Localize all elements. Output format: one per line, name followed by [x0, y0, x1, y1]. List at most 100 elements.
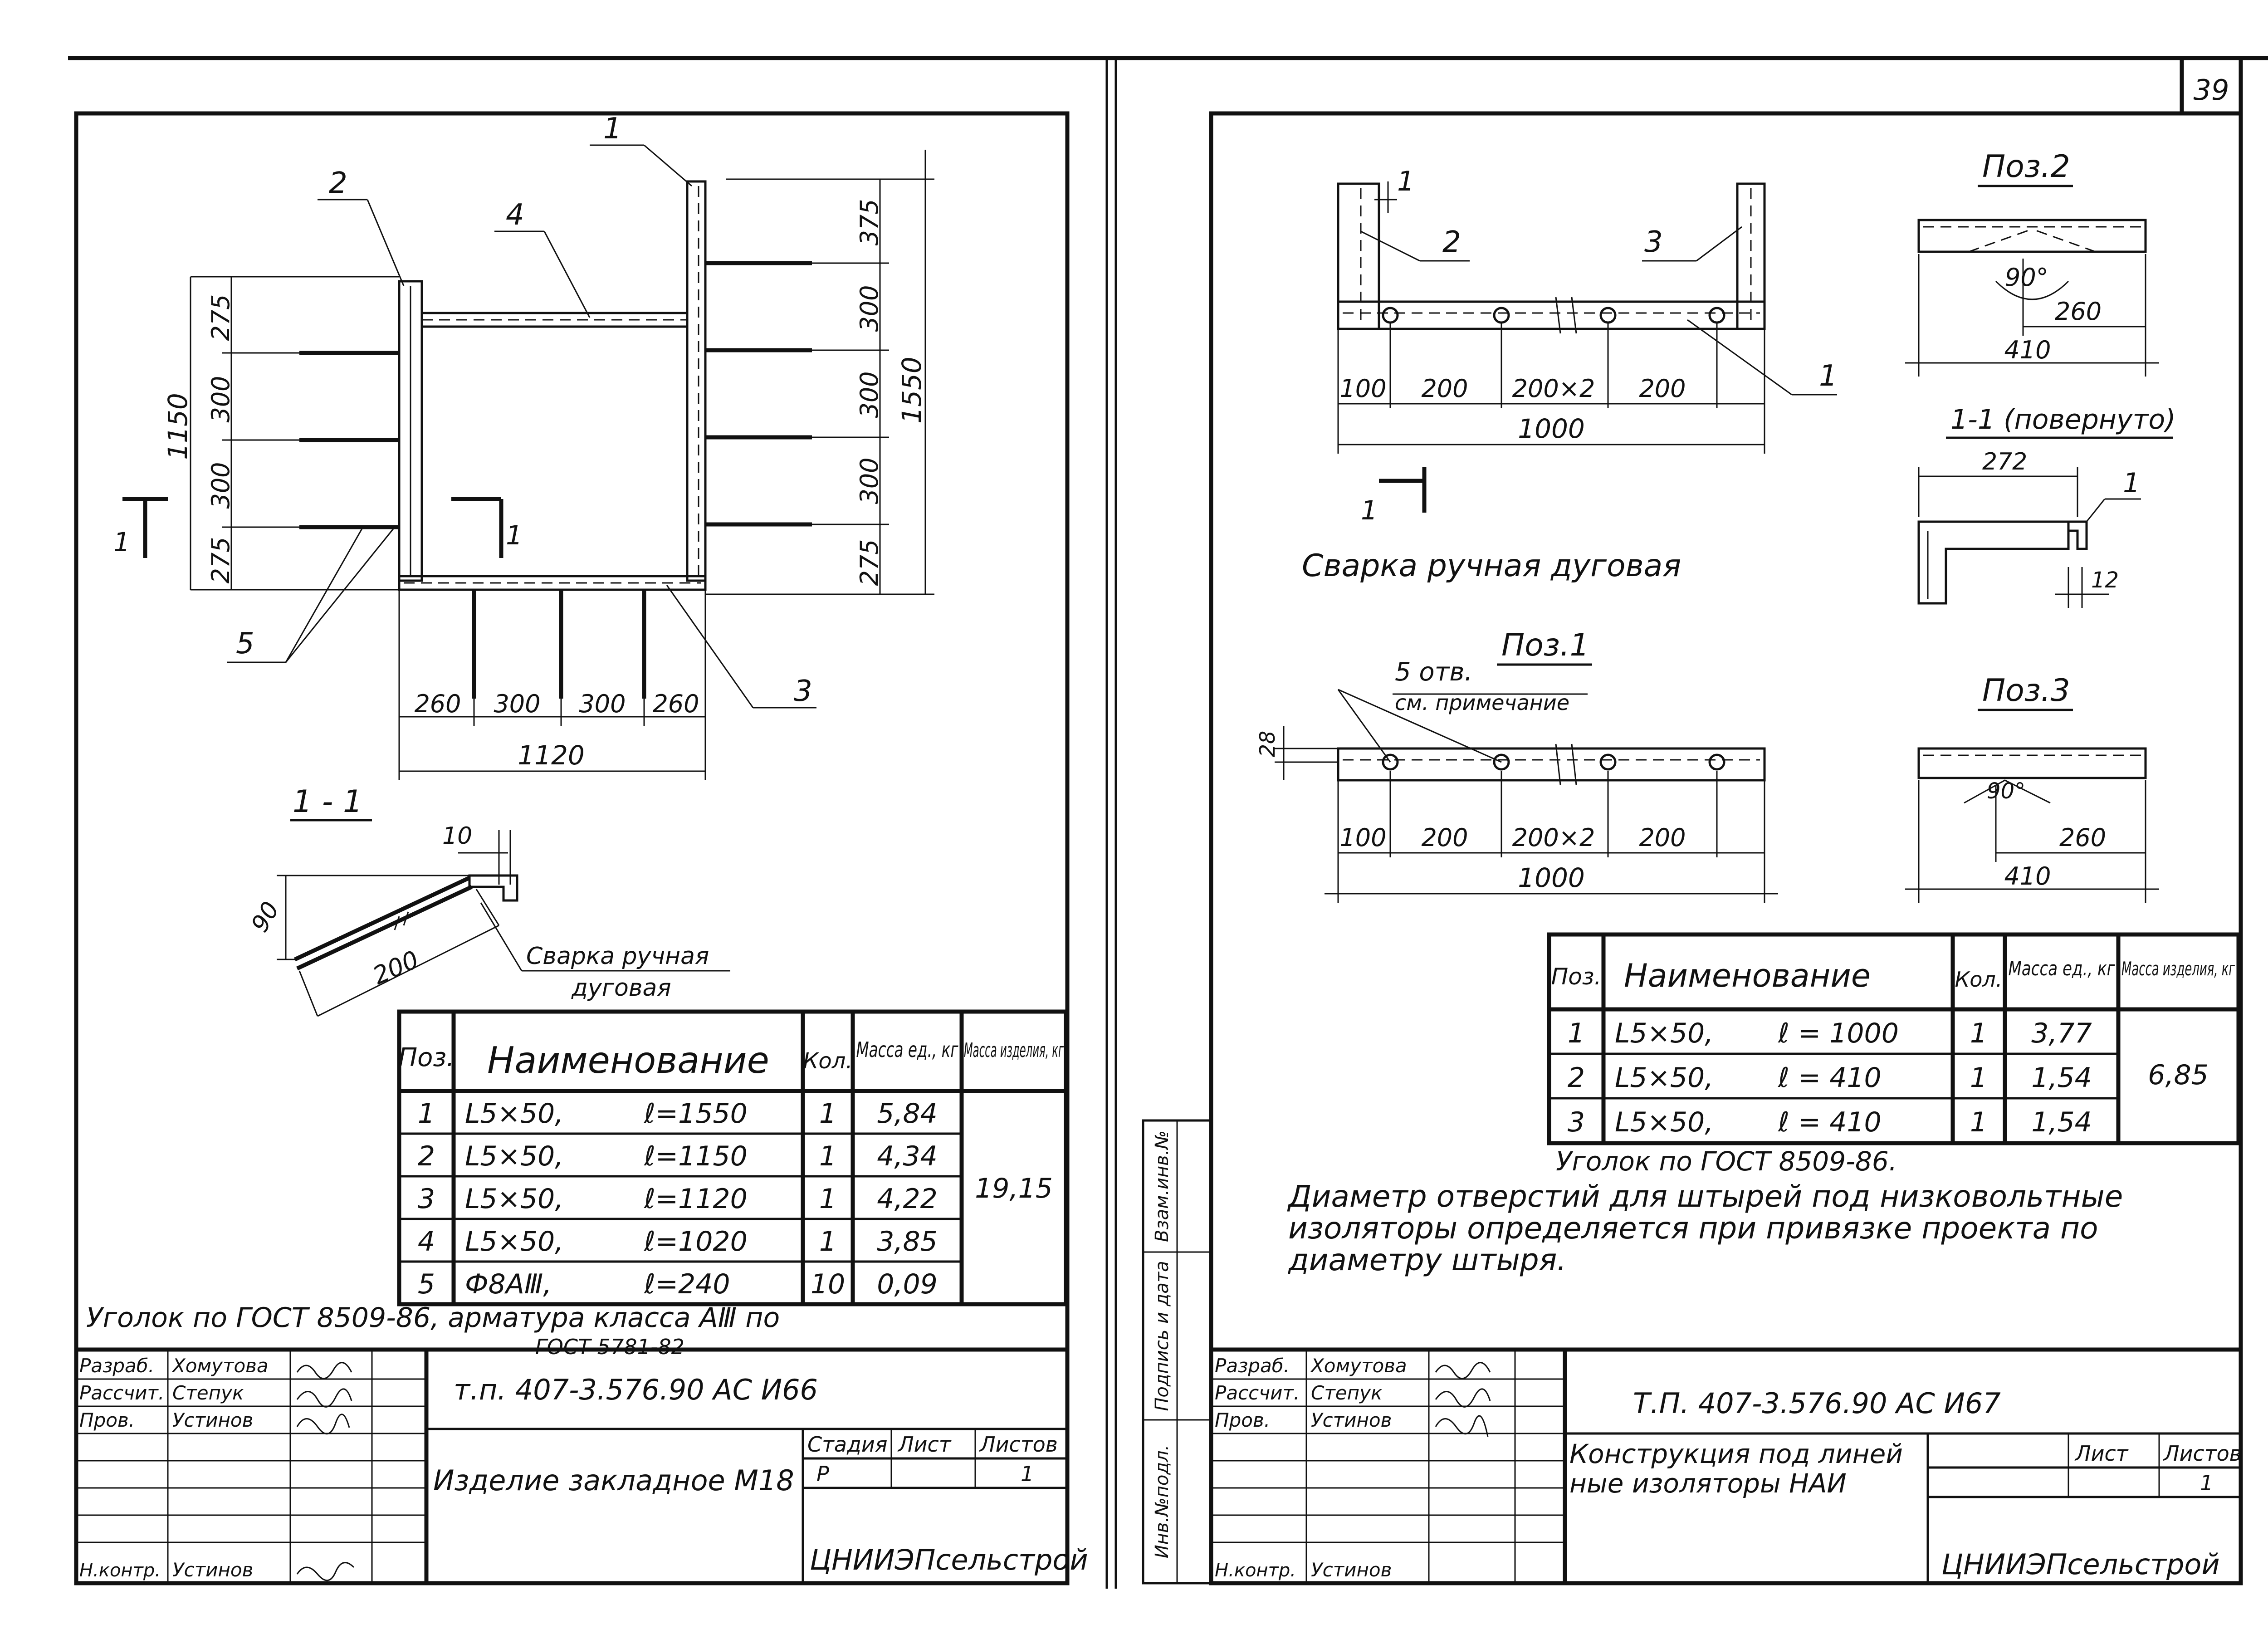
- dim-right-4: 300: [855, 457, 884, 504]
- dim-3: 200×2: [1512, 374, 1595, 403]
- signature: [1435, 1415, 1489, 1437]
- rtable-header-mass: Масса ед., кг: [2009, 957, 2116, 980]
- dim-right-2: 300: [855, 285, 884, 332]
- drawing-code: Т.П. 407-3.576.90 АС И67: [1633, 1387, 2001, 1420]
- right-section-view: 1-1 (повернуто) 272 1 12: [1917, 404, 2176, 608]
- poz1-dim-side: 28: [1255, 731, 1280, 758]
- callout-1b: 1: [1819, 359, 1838, 393]
- dim-left-4: 275: [206, 537, 235, 583]
- row-name: L5×50,: [465, 1226, 563, 1257]
- table-total-mass: 19,15: [975, 1173, 1053, 1204]
- callout-4: 4: [506, 198, 524, 232]
- role-norm-control: Н.контр.: [79, 1560, 161, 1581]
- name-norm-control: Устинов: [172, 1559, 253, 1581]
- dim-right-3: 300: [855, 371, 884, 418]
- sheet-header: Лист: [897, 1432, 952, 1457]
- right-section-callout: 1: [2123, 467, 2140, 499]
- right-side-strip: Инв.№подл. Подпись и дата Взам.инв.№: [1142, 1119, 1212, 1585]
- row-name: L5×50,: [1615, 1106, 1713, 1138]
- sheets-value: 1: [1021, 1462, 1034, 1486]
- dim-1: 100: [1339, 374, 1386, 403]
- table-row: 1 L5×50, ℓ = 1000 1 3,77: [1568, 1018, 2092, 1049]
- row-pos: 2: [418, 1140, 435, 1172]
- dim-left-2: 300: [206, 376, 235, 422]
- poz2-dim-total: 410: [2004, 336, 2051, 364]
- left-note-2: ГОСТ 5781-82: [535, 1335, 684, 1359]
- rtable-header-pos: Поз.: [1551, 964, 1602, 990]
- row-len: ℓ=1550: [644, 1098, 748, 1130]
- callout-1: 1: [603, 112, 622, 146]
- drawing-title-1: Конструкция под линей: [1569, 1438, 1903, 1469]
- signature: [296, 1388, 352, 1408]
- poz1-holes-1: 5 отв.: [1395, 657, 1472, 687]
- name-checker: Устинов: [172, 1409, 253, 1431]
- poz3-dim-total: 410: [2004, 862, 2051, 890]
- row-pos: 4: [418, 1226, 435, 1257]
- left-spec-table: Поз. Наименование Кол. Масса ед., кг Мас…: [397, 1009, 1068, 1306]
- dim-left-total: 1150: [162, 393, 193, 460]
- table-row: 5 Ф8АⅢ, ℓ=240 10 0,09: [418, 1268, 938, 1300]
- row-len: ℓ=1020: [644, 1226, 748, 1257]
- right-main-view: 1 2 3 1 100 200 200×2 200 1000 1 Сварка …: [1302, 166, 1838, 584]
- rtable-header-name: Наименование: [1624, 957, 1871, 994]
- row-len: ℓ = 1000: [1778, 1018, 1899, 1049]
- rtable-header-total: Масса изделия, кг: [2121, 958, 2235, 980]
- right-poz3-view: Поз.3 90° 260 410: [1905, 673, 2159, 903]
- left-note-1: Уголок по ГОСТ 8509-86, арматура класса …: [86, 1302, 780, 1334]
- row-mass: 4,34: [877, 1140, 938, 1172]
- poz3-dim-inner: 260: [2059, 823, 2106, 852]
- section-dim-side: 90: [246, 897, 285, 937]
- dim-bottom-4: 260: [652, 690, 699, 718]
- cut-mark: 1: [1361, 495, 1378, 526]
- row-pos: 3: [418, 1183, 435, 1215]
- dim-bottom-3: 300: [579, 690, 626, 718]
- table-header-pos: Поз.: [398, 1043, 455, 1072]
- signature: [296, 1414, 350, 1435]
- table-row: 3 L5×50, ℓ = 410 1 1,54: [1568, 1106, 2092, 1138]
- right-note-3: диаметру штыря.: [1288, 1243, 1566, 1277]
- table-row: 4 L5×50, ℓ=1020 1 3,85: [418, 1226, 938, 1257]
- row-pos: 3: [1568, 1106, 1585, 1138]
- sheet-frame: 39: [68, 56, 2268, 1589]
- row-name: L5×50,: [465, 1140, 563, 1172]
- poz3-title: Поз.3: [1982, 673, 2070, 709]
- role-checker: Пров.: [79, 1409, 135, 1431]
- row-qty: 1: [1970, 1018, 1987, 1049]
- poz2-dim-inner: 260: [2055, 297, 2102, 326]
- poz1-dim-2: 200: [1421, 823, 1468, 852]
- right-spec-table: Поз. Наименование Кол. Масса ед., кг Мас…: [1547, 932, 2241, 1145]
- dim-right-5: 275: [855, 539, 884, 586]
- rtable-header-qty: Кол.: [1955, 967, 2003, 992]
- row-mass: 3,85: [877, 1226, 938, 1257]
- name-checker: Устинов: [1311, 1409, 1392, 1431]
- right-note-1: Диаметр отверстий для штырей под низково…: [1287, 1179, 2123, 1214]
- row-len: ℓ=240: [644, 1268, 730, 1300]
- stage-value: Р: [816, 1462, 829, 1486]
- dim-right-total: 1550: [896, 357, 927, 424]
- row-mass: 1,54: [2031, 1062, 2092, 1094]
- row-pos: 1: [418, 1098, 435, 1130]
- dim-bottom-total: 1120: [518, 740, 585, 771]
- callout-5: 5: [236, 627, 254, 660]
- row-mass: 0,09: [877, 1268, 938, 1300]
- row-name: L5×50,: [1615, 1062, 1713, 1094]
- role-calculator: Рассчит.: [1215, 1382, 1300, 1404]
- row-qty: 1: [819, 1140, 836, 1172]
- right-note-gost: Уголок по ГОСТ 8509-86.: [1556, 1146, 1897, 1177]
- row-qty: 1: [819, 1226, 836, 1257]
- organization: ЦНИИЭПсельстрой: [810, 1543, 1088, 1576]
- row-qty: 1: [1970, 1062, 1987, 1094]
- row-mass: 4,22: [877, 1183, 938, 1215]
- row-qty: 1: [819, 1098, 836, 1130]
- poz1-title: Поз.1: [1501, 627, 1589, 663]
- row-qty: 1: [1970, 1106, 1987, 1138]
- table-header-mass: Масса ед., кг: [856, 1037, 959, 1062]
- signature: [1435, 1388, 1491, 1408]
- signature: [296, 1562, 355, 1581]
- sheets-value: 1: [2200, 1471, 2213, 1495]
- table-row: 2 L5×50, ℓ = 410 1 1,54: [1568, 1062, 2092, 1094]
- sheet-header: Лист: [2074, 1441, 2129, 1466]
- weld-note-2: дуговая: [571, 974, 671, 1002]
- sheets-header: Листов: [2163, 1441, 2242, 1466]
